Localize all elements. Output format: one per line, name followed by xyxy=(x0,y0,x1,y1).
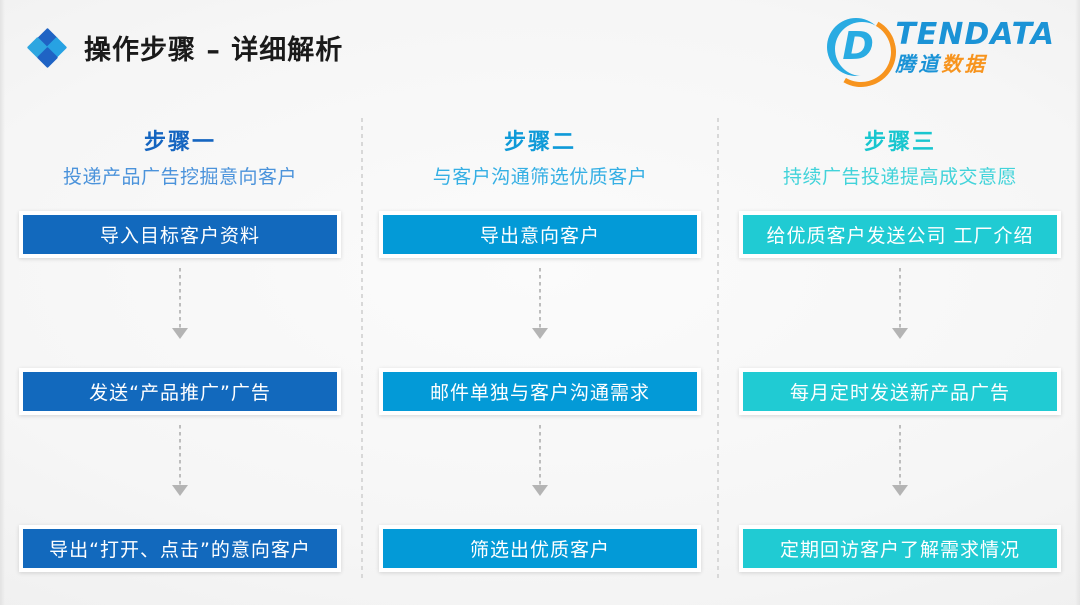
steps-columns: 步骤一 投递产品广告挖掘意向客户 导入目标客户资料 发送“产品推广”广告 导出“… xyxy=(0,130,1080,572)
connector-line-icon xyxy=(899,268,901,330)
step-column-3: 步骤三 持续广告投递提高成交意愿 给优质客户发送公司 工厂介绍 每月定时发送新产… xyxy=(720,130,1080,572)
page-title: 操作步骤 – 详细解析 xyxy=(84,35,344,66)
step-column-2-heading: 步骤二 xyxy=(503,130,576,155)
step-box-3-1[interactable]: 给优质客户发送公司 工厂介绍 xyxy=(739,211,1061,258)
arrow-down-icon xyxy=(172,328,188,339)
connector-3-1 xyxy=(739,258,1061,346)
step-column-3-subtitle: 持续广告投递提高成交意愿 xyxy=(782,166,1017,188)
step-box-3-2[interactable]: 每月定时发送新产品广告 xyxy=(739,368,1061,415)
logo-ring-cut-shape xyxy=(835,22,890,76)
connector-line-icon xyxy=(179,425,181,487)
arrow-down-icon xyxy=(892,328,908,339)
diamond-cluster-icon xyxy=(26,27,68,68)
logo-name-en: TENDATA xyxy=(895,17,1055,52)
connector-2-2 xyxy=(379,415,701,503)
arrow-down-icon xyxy=(172,485,188,496)
step-box-3-3[interactable]: 定期回访客户了解需求情况 xyxy=(739,525,1061,572)
logo-name-cn-orange: 数据 xyxy=(941,52,988,76)
step-box-1-3[interactable]: 导出“打开、点击”的意向客户 xyxy=(19,525,341,572)
step-box-1-1[interactable]: 导入目标客户资料 xyxy=(19,211,341,258)
logo-name-cn-blue: 腾道 xyxy=(895,52,942,76)
logo-letter: D xyxy=(842,24,874,68)
connector-line-icon xyxy=(539,425,541,487)
slide-header: 操作步骤 – 详细解析 D TENDATA 腾道数据 xyxy=(0,0,1080,100)
connector-2-1 xyxy=(379,258,701,346)
connector-line-icon xyxy=(179,268,181,330)
step-box-1-2[interactable]: 发送“产品推广”广告 xyxy=(19,368,341,415)
connector-line-icon xyxy=(899,425,901,487)
step-column-1-subtitle: 投递产品广告挖掘意向客户 xyxy=(62,166,297,188)
arrow-down-icon xyxy=(892,485,908,496)
logo-text: TENDATA 腾道数据 xyxy=(895,17,1055,75)
step-box-2-2[interactable]: 邮件单独与客户沟通需求 xyxy=(379,368,701,415)
step-column-1-heading: 步骤一 xyxy=(143,130,216,155)
tendata-logo: D TENDATA 腾道数据 xyxy=(818,9,1055,95)
step-column-3-heading: 步骤三 xyxy=(863,130,936,155)
connector-3-2 xyxy=(739,415,1061,503)
connector-1-2 xyxy=(19,415,341,503)
step-column-2-subtitle: 与客户沟通筛选优质客户 xyxy=(432,166,648,188)
column-divider-2 xyxy=(717,118,719,580)
logo-name-cn: 腾道数据 xyxy=(895,54,1055,74)
step-box-2-1[interactable]: 导出意向客户 xyxy=(379,211,701,258)
step-box-2-3[interactable]: 筛选出优质客户 xyxy=(379,525,701,572)
step-column-1: 步骤一 投递产品广告挖掘意向客户 导入目标客户资料 发送“产品推广”广告 导出“… xyxy=(0,130,360,572)
step-column-2: 步骤二 与客户沟通筛选优质客户 导出意向客户 邮件单独与客户沟通需求 筛选出优质… xyxy=(360,130,720,572)
title-group: 操作步骤 – 详细解析 xyxy=(26,27,344,68)
logo-mark-icon: D xyxy=(818,9,905,95)
arrow-down-icon xyxy=(532,328,548,339)
arrow-down-icon xyxy=(532,485,548,496)
connector-line-icon xyxy=(539,268,541,330)
column-divider-1 xyxy=(361,118,363,580)
connector-1-1 xyxy=(19,258,341,346)
